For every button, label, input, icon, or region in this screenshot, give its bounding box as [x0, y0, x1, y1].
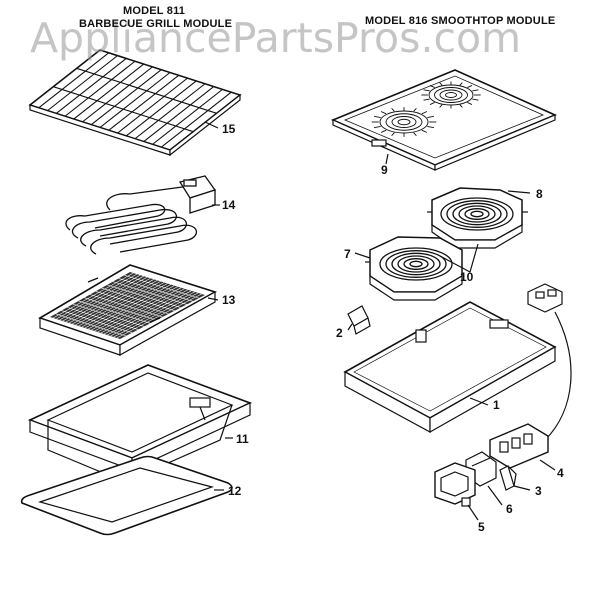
callout-12: 12: [228, 484, 242, 498]
leader-4: [539, 459, 556, 471]
leader-3: [513, 485, 531, 491]
callout-8: 8: [536, 187, 543, 201]
right-module-title: MODEL 816 SMOOTHTOP MODULE: [365, 15, 556, 27]
callout-4: 4: [557, 466, 564, 480]
leader-2: [347, 323, 353, 331]
callout-7: 7: [344, 247, 351, 261]
callout-2: 2: [336, 326, 343, 340]
leader-6: [487, 485, 503, 506]
part-9-glass-cooktop: [330, 69, 558, 171]
part-3-clip: [499, 465, 517, 491]
leader-7: [354, 252, 371, 259]
wire-harness: [544, 311, 572, 441]
callout-6: 6: [506, 502, 513, 516]
watermark-text: AppliancePartsPros.com: [30, 14, 522, 62]
part-8-rear-burner: [427, 187, 528, 249]
part-1-module-housing: [343, 301, 557, 434]
part-13-radiant-tray: [38, 264, 218, 357]
callout-10: 10: [460, 270, 474, 284]
callout-15: 15: [222, 122, 236, 136]
callout-13: 13: [222, 293, 236, 307]
part-2-bracket: [347, 305, 371, 335]
leader-15: [204, 121, 219, 129]
callout-9: 9: [381, 163, 388, 177]
leader-10: [439, 243, 479, 273]
leader-5: [467, 504, 479, 521]
part-4-infinite-switch: [489, 423, 549, 469]
part-14-heating-element: [65, 175, 217, 255]
left-module-title: BARBECUE GRILL MODULE: [79, 18, 233, 30]
leader-1: [469, 397, 489, 406]
callout-11: 11: [236, 432, 249, 446]
callout-14: 14: [222, 198, 236, 212]
part-5-control-assembly: [434, 462, 476, 507]
callout-5: 5: [478, 520, 485, 534]
part-12-drip-pan: [20, 455, 233, 536]
part-7-front-burner: [365, 236, 463, 301]
left-model-label: MODEL 811: [123, 5, 186, 17]
leader-13: [207, 297, 219, 301]
leader-9: [385, 153, 389, 165]
callout-1: 1: [493, 398, 500, 412]
callout-3: 3: [535, 484, 542, 498]
leader-8: [507, 190, 531, 194]
part-15-grill-grate: [28, 49, 242, 157]
connector-block-top: [527, 283, 563, 313]
part-11-grill-basin: [27, 364, 253, 483]
